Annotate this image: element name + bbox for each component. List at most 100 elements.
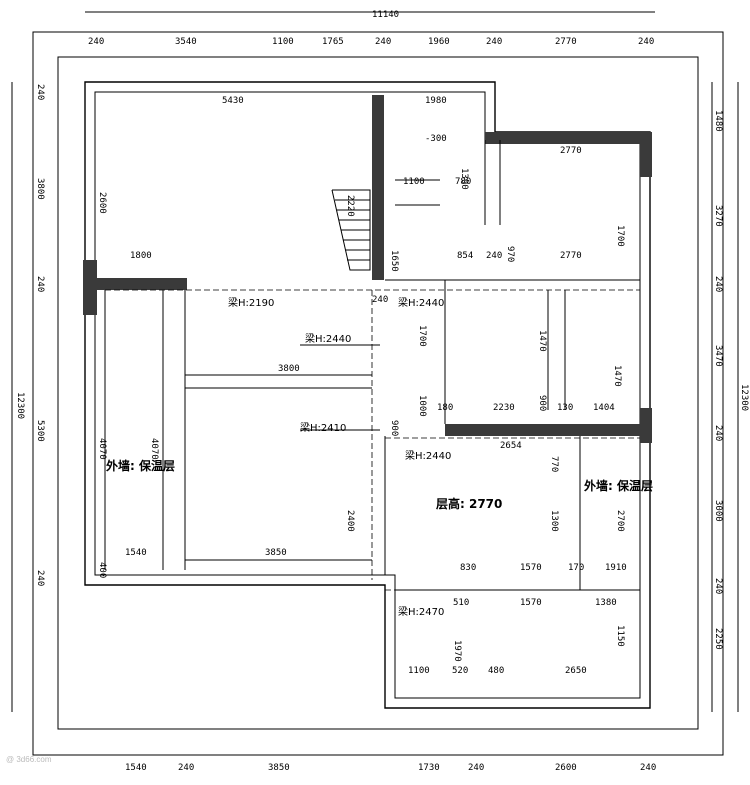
dim-label: 2400 — [345, 510, 355, 532]
beam-label: 梁H:2440 — [305, 332, 351, 345]
room-dims: 5430 2600 1800 4070 4070 1540 3850 3800 … — [97, 96, 627, 676]
dim-label: 1800 — [130, 251, 152, 261]
dim-label: 510 — [453, 598, 469, 608]
bottom-seg-dims: 1540 240 3850 1730 240 2600 240 — [125, 763, 656, 773]
dim-top-seg: 240 — [375, 37, 391, 47]
dim-label: 3800 — [278, 364, 300, 374]
dim-label: 5430 — [222, 96, 244, 106]
dim-label: 2230 — [493, 403, 515, 413]
dim-top-seg: 1100 — [272, 37, 294, 47]
dim-label: -300 — [425, 134, 447, 144]
beam-label: 梁H:2440 — [398, 296, 444, 309]
dim-left-seg: 240 — [35, 570, 45, 586]
dim-label: 1470 — [537, 330, 547, 352]
top-total-dim: 11140 — [372, 10, 399, 20]
building-outline — [84, 81, 651, 709]
dim-label: 1150 — [615, 625, 625, 647]
beam-label: 梁H:2470 — [398, 605, 444, 618]
dim-right-seg: 3270 — [713, 205, 723, 227]
dim-label: 1380 — [595, 598, 617, 608]
dim-label: 3850 — [265, 548, 287, 558]
dim-bottom-seg: 1540 — [125, 763, 147, 773]
wall-column — [83, 260, 97, 315]
dim-label: 1570 — [520, 598, 542, 608]
dim-top-seg: 2770 — [555, 37, 577, 47]
right-total-dim: 12300 — [739, 384, 749, 411]
dim-label: 780 — [455, 177, 471, 187]
dim-label: 130 — [557, 403, 573, 413]
dim-right-seg: 240 — [713, 425, 723, 441]
dim-label: 2650 — [565, 666, 587, 676]
dim-left-seg: 240 — [35, 276, 45, 292]
inner-frame — [57, 56, 699, 730]
dim-label: 900 — [389, 420, 399, 436]
dim-label: 1910 — [605, 563, 627, 573]
building-outline-inner — [94, 91, 641, 699]
dim-top-seg: 1765 — [322, 37, 344, 47]
dim-label: 1570 — [520, 563, 542, 573]
dim-label: 240 — [372, 295, 388, 305]
dim-label: 520 — [452, 666, 468, 676]
left-total-dim: 12300 — [15, 392, 25, 419]
beam-lines — [105, 289, 640, 591]
wall-segment — [97, 278, 187, 290]
arrow-lines — [300, 344, 380, 431]
dim-label: 970 — [505, 246, 515, 262]
partitions-right-lower — [384, 436, 640, 591]
dim-right-seg: 240 — [713, 578, 723, 594]
dim-label: 1700 — [417, 325, 427, 347]
watermark: @ 3d66.com — [6, 755, 52, 764]
dim-label: 2220 — [345, 195, 355, 217]
dim-label: 770 — [549, 456, 559, 472]
dim-left-seg: 3800 — [35, 178, 45, 200]
dim-label: 1970 — [452, 640, 462, 662]
room-label: 外墙: 保温层 — [584, 478, 653, 493]
dim-bottom-seg: 240 — [468, 763, 484, 773]
wall-segment — [445, 424, 640, 436]
dim-label: 1540 — [125, 548, 147, 558]
dim-label: 2700 — [615, 510, 625, 532]
dim-bottom-seg: 1730 — [418, 763, 440, 773]
partitions-right-upper — [385, 279, 640, 424]
dim-label: 400 — [97, 562, 107, 578]
dim-label: 1980 — [425, 96, 447, 106]
dim-label: 4070 — [97, 438, 107, 460]
dim-top-seg: 240 — [88, 37, 104, 47]
room-label: 外墙: 保温层 — [106, 458, 175, 473]
dim-top-seg: 240 — [638, 37, 654, 47]
dim-label: 180 — [437, 403, 453, 413]
dim-bottom-seg: 2600 — [555, 763, 577, 773]
dim-bottom-seg: 3850 — [268, 763, 290, 773]
dim-label: 1470 — [612, 365, 622, 387]
dim-left-seg: 5300 — [35, 420, 45, 442]
beam-label: 梁H:2190 — [228, 296, 274, 309]
dim-left-seg: 240 — [35, 84, 45, 100]
dim-label: 1300 — [549, 510, 559, 532]
dim-label: 1390 — [459, 168, 469, 190]
dim-label: 4070 — [149, 438, 159, 460]
dim-bottom-seg: 240 — [640, 763, 656, 773]
dim-label: 2770 — [560, 251, 582, 261]
dim-label: 1650 — [389, 250, 399, 272]
beam-label: 梁H:2410 — [300, 421, 346, 434]
top-seg-dims: 240 3540 1100 1765 240 1960 240 2770 240 — [88, 37, 654, 47]
dim-label: 2654 — [500, 441, 522, 451]
wall-segment — [640, 132, 652, 177]
ceiling-height-label: 层高: 2770 — [436, 496, 502, 511]
dim-label: 1100 — [403, 177, 425, 187]
wall-segment — [640, 408, 652, 443]
beam-label: 梁H:2440 — [405, 449, 451, 462]
dim-top-seg: 1960 — [428, 37, 450, 47]
dim-top-seg: 3540 — [175, 37, 197, 47]
dim-label: 854 — [457, 251, 473, 261]
dim-label: 1100 — [408, 666, 430, 676]
dim-right-seg: 240 — [713, 276, 723, 292]
dim-label: 480 — [488, 666, 504, 676]
dim-label: 240 — [486, 251, 502, 261]
dim-right-seg: 1480 — [713, 110, 723, 132]
partitions-middle — [185, 374, 372, 561]
wall-segment — [485, 132, 650, 144]
dim-label: 2600 — [97, 192, 107, 214]
dim-label: 1000 — [417, 395, 427, 417]
